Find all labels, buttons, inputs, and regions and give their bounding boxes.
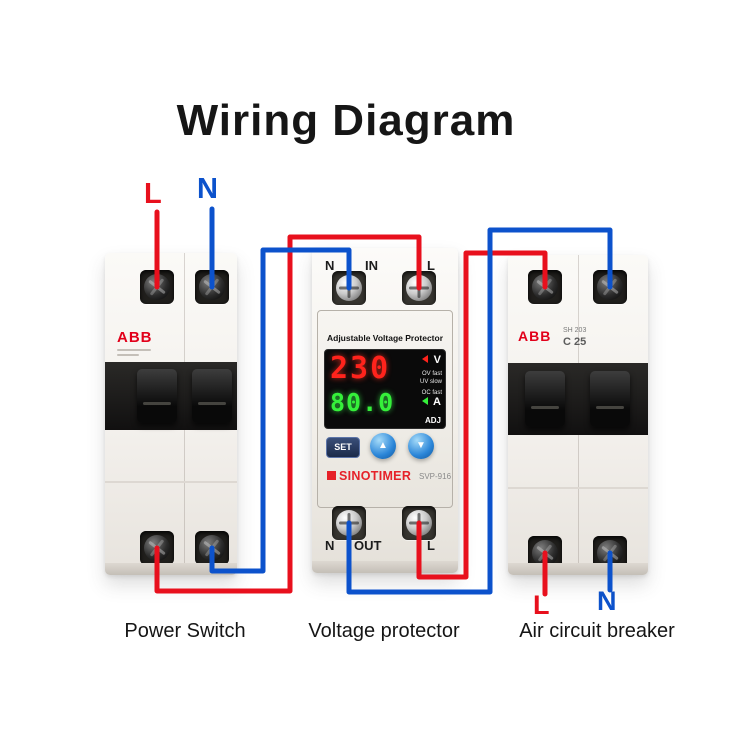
screw-terminal-icon xyxy=(336,510,362,536)
screw-terminal-icon xyxy=(597,274,623,300)
label-live-bottom: L xyxy=(533,590,550,620)
breaker-model-label: SH 203 xyxy=(563,327,587,334)
adj-label: ADJ xyxy=(424,416,441,425)
current-indicator-triangle-icon xyxy=(422,397,428,405)
sinotimer-brand: SINOTIMER xyxy=(339,469,412,483)
device-header-label: Adjustable Voltage Protector xyxy=(326,333,444,343)
terminal-label-out: OUT xyxy=(354,538,382,553)
uv-slow-label: UV slow xyxy=(419,379,442,385)
label-neutral-top: N xyxy=(197,173,218,205)
screw-terminal-icon xyxy=(199,274,225,300)
device-base xyxy=(312,561,458,573)
fineprint-line xyxy=(117,354,139,356)
voltage-protector-device: N IN L Adjustable Voltage Protector 230 … xyxy=(312,248,458,573)
toggle-band xyxy=(508,363,648,435)
voltage-unit-label: V xyxy=(433,354,441,366)
terminal-recess xyxy=(332,271,366,305)
sinotimer-logo-icon xyxy=(327,471,336,480)
up-button: ▲ xyxy=(370,433,396,459)
down-button: ▼ xyxy=(408,433,434,459)
screw-terminal-icon xyxy=(406,275,432,301)
screw-terminal-icon xyxy=(532,274,558,300)
screw-terminal-icon xyxy=(144,274,170,300)
lcd-display: 230 80.0 V OV fast UV slow OC fast A ADJ xyxy=(324,349,446,429)
terminal-recess xyxy=(195,270,229,304)
front-panel: Adjustable Voltage Protector 230 80.0 V … xyxy=(317,310,453,508)
abb-logo: ABB xyxy=(518,328,552,344)
voltage-indicator-triangle-icon xyxy=(422,355,428,363)
terminal-recess xyxy=(195,531,229,565)
case-groove xyxy=(508,487,648,489)
caption-air-circuit-breaker: Air circuit breaker xyxy=(519,620,675,642)
breaker-toggle xyxy=(525,371,565,427)
caption-voltage-protector: Voltage protector xyxy=(308,620,460,642)
set-button: SET xyxy=(326,437,360,458)
screw-terminal-icon xyxy=(199,535,225,561)
breaker-toggle xyxy=(590,371,630,427)
terminal-label-in: IN xyxy=(365,258,378,273)
breaker-rating-label: C 25 xyxy=(563,336,587,348)
ov-fast-label: OV fast xyxy=(421,371,442,377)
case-groove xyxy=(105,481,237,483)
terminal-recess xyxy=(528,270,562,304)
device-base xyxy=(105,563,237,575)
model-label: SVP-916 xyxy=(419,472,452,481)
fineprint-line xyxy=(117,349,151,351)
toggle-band xyxy=(105,362,237,430)
page-title: Wiring Diagram xyxy=(176,96,516,145)
terminal-recess xyxy=(593,270,627,304)
device-base xyxy=(508,563,648,575)
current-readout: 80.0 xyxy=(330,388,395,417)
voltage-readout: 230 xyxy=(330,351,391,386)
terminal-recess xyxy=(402,506,436,540)
abb-logo: ABB xyxy=(117,329,153,346)
breaker-toggle xyxy=(192,369,232,423)
terminal-recess xyxy=(332,506,366,540)
air-circuit-breaker-device: ABB SH 203 C 25 xyxy=(508,255,648,575)
breaker-toggle xyxy=(137,369,177,423)
terminal-recess xyxy=(140,270,174,304)
screw-terminal-icon xyxy=(144,535,170,561)
label-neutral-bottom: N xyxy=(597,586,617,616)
screw-terminal-icon xyxy=(406,510,432,536)
power-switch-device: ABB xyxy=(105,253,237,575)
terminal-label-n-in: N xyxy=(325,258,335,273)
screw-terminal-icon xyxy=(336,275,362,301)
terminal-recess xyxy=(140,531,174,565)
terminal-label-l-out: L xyxy=(427,538,435,553)
caption-power-switch: Power Switch xyxy=(124,620,246,642)
terminal-label-n-out: N xyxy=(325,538,335,553)
terminal-recess xyxy=(402,271,436,305)
label-live-top: L xyxy=(144,178,162,210)
current-unit-label: A xyxy=(433,396,441,408)
